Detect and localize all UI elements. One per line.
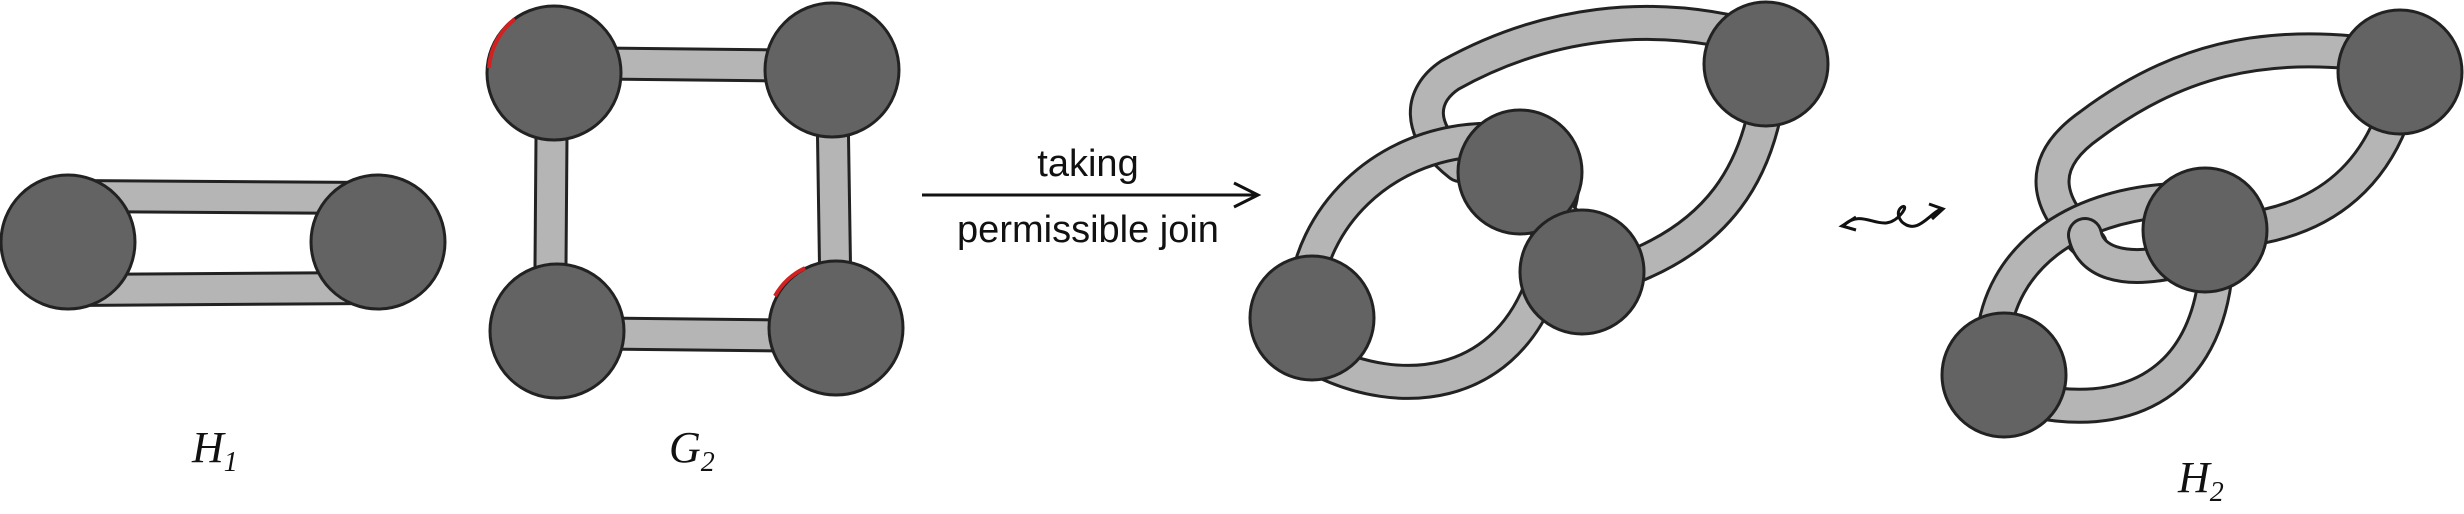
arrow-label-bottom: permissible join bbox=[957, 209, 1219, 251]
h2-band-outer-loop bbox=[2034, 32, 2413, 263]
squiggly-double-arrow-icon bbox=[1838, 202, 1946, 232]
g2-join-marker-bottom-right bbox=[773, 266, 806, 298]
arrow-label-top: taking bbox=[1037, 143, 1138, 185]
svg-text:H1: H1 bbox=[191, 423, 238, 478]
h2-vertex-left bbox=[1940, 311, 2068, 439]
graph-h1 bbox=[0, 173, 447, 311]
graph-g2 bbox=[485, 1, 905, 400]
h2-vertex-top-right bbox=[2336, 8, 2464, 136]
h2-vertex-middle bbox=[2141, 166, 2269, 294]
graph-h2 bbox=[1940, 8, 2464, 439]
label-h1-main: H bbox=[191, 423, 226, 472]
h2-band-bottom-arc bbox=[2012, 262, 2233, 424]
arrow-head-icon bbox=[1233, 181, 1262, 209]
joined-band-outer-loop bbox=[1408, 4, 1788, 183]
svg-text:G2: G2 bbox=[669, 423, 715, 478]
label-h2: H2 bbox=[2177, 453, 2224, 508]
g2-vertex-top-left bbox=[485, 4, 623, 142]
h1-band-top bbox=[53, 179, 392, 215]
h1-vertex-right bbox=[309, 173, 447, 311]
label-g2: G2 bbox=[669, 423, 715, 478]
label-g2-sub: 2 bbox=[701, 447, 715, 478]
g2-vertex-bottom-left bbox=[488, 262, 626, 400]
g2-vertex-top-right bbox=[763, 1, 901, 139]
label-h2-sub: 2 bbox=[2210, 477, 2224, 508]
joined-band-bottom-arc bbox=[1302, 272, 1558, 400]
joined-vertex-top-right bbox=[1702, 0, 1830, 128]
label-g2-main: G bbox=[669, 423, 701, 472]
label-h1: H1 bbox=[191, 423, 238, 478]
joined-vertex-left bbox=[1248, 254, 1376, 382]
h1-vertex-left bbox=[0, 173, 137, 311]
joined-vertex-lower-right bbox=[1518, 208, 1646, 336]
svg-text:H2: H2 bbox=[2177, 453, 2224, 508]
g2-vertex-bottom-right bbox=[767, 259, 905, 397]
label-h1-sub: 1 bbox=[224, 447, 238, 478]
joined-graph bbox=[1248, 0, 1830, 400]
label-h2-main: H bbox=[2177, 453, 2212, 502]
joined-vertex-middle bbox=[1456, 108, 1584, 236]
g2-join-marker-top-left bbox=[487, 17, 517, 69]
h1-band-bottom bbox=[53, 271, 392, 307]
join-arrow: taking permissible join bbox=[922, 143, 1262, 251]
